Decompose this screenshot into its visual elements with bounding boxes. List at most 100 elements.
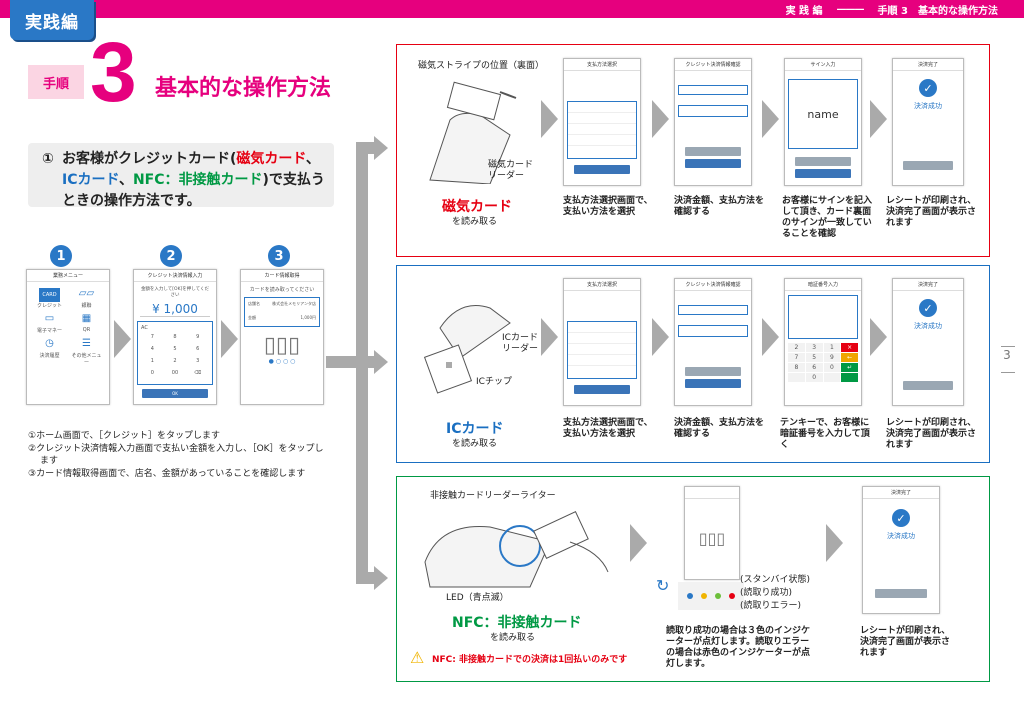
indicator-success (687, 593, 735, 599)
ic-caption-4: レシートが印刷され、決済完了画面が表示されます (886, 418, 977, 450)
emoney-label: 電子マネー (36, 328, 62, 334)
payment-confirm-button[interactable] (574, 165, 630, 174)
other-menu-label: その他メニュー (71, 353, 102, 366)
arrow-right-icon (374, 350, 388, 374)
ic-complete-screen: 決済完了 ✓ 決済成功 (892, 278, 964, 406)
ic-credit-confirm-title: クレジット決済情報確認 (675, 279, 751, 291)
ic-caption-1: 支払方法選択画面で、支払い方法を選択 (563, 418, 653, 439)
step-badge: 手順 (28, 65, 84, 99)
payment-method-title: 支払方法選択 (564, 59, 640, 71)
signature-title: サイン入力 (785, 59, 861, 71)
ac-key[interactable]: AC (141, 325, 148, 331)
ic-reader-label: ICカードリーダー (502, 333, 539, 354)
back-button[interactable] (685, 147, 741, 156)
history-label: 決済履歴 (39, 353, 60, 359)
connector-top (356, 142, 376, 154)
connector-mid (356, 356, 376, 368)
sign-ok-button[interactable] (795, 169, 851, 178)
qr-label: QR (82, 327, 91, 333)
intro-nfc: NFC：非接触カード (132, 172, 263, 188)
nfc-close-button[interactable] (875, 589, 927, 598)
ic-amount-row (678, 305, 748, 315)
other-menu-item[interactable]: ☰ その他メニュー (70, 338, 103, 366)
arrow-right-icon (541, 318, 558, 356)
header-sep: ——— (836, 3, 865, 15)
intro-box: ① お客様がクレジットカード(磁気カード、ICカード、NFC：非接触カード)で支… (28, 143, 334, 209)
ok-button[interactable]: OK (142, 389, 208, 398)
magnetic-card-section (396, 44, 990, 257)
ic-card-sub: を読み取る (452, 439, 498, 449)
magnetic-reader-label: 磁気カードリーダー (488, 160, 534, 181)
credit-confirm-screen: クレジット決済情報確認 (674, 58, 752, 186)
close-button[interactable] (903, 161, 953, 170)
standby-label: (スタンバイ状態) (740, 575, 811, 585)
history-item[interactable]: ◷決済履歴 (33, 338, 66, 366)
arrow-right-icon (826, 524, 843, 562)
check-icon: ✓ (919, 299, 937, 317)
page-dots: ● ○ ○ ○ (268, 358, 296, 365)
note-1: ①ホーム画面で、［クレジット］をタップします (28, 431, 220, 441)
intro-comma2: 、 (118, 172, 133, 188)
card-info-title: カード情報取得 (241, 270, 323, 282)
method-row (678, 105, 748, 117)
signature-pad[interactable]: name (788, 79, 858, 149)
nfc-success-text: 決済成功 (887, 532, 915, 540)
intro-text-a: お客様がクレジットカード( (62, 151, 237, 167)
ic-success-text: 決済成功 (914, 322, 942, 330)
arrow-right-icon (114, 320, 131, 358)
credit-input-screen: クレジット決済情報入力 金額を入力して[OK]を押してください ¥ 1,000 … (133, 269, 217, 405)
step-notes: ①ホーム画面で、［クレジット］をタップします ②クレジット決済情報入力画面で支払… (28, 430, 328, 480)
ic-payment-method-title: 支払方法選択 (564, 279, 640, 291)
page-rule-bottom (1001, 372, 1015, 373)
nfc-warning: NFC: 非接触カードでの決済は1回払いのみです (432, 655, 628, 665)
ic-payment-options[interactable] (567, 321, 637, 379)
signature-screen: サイン入力 name (784, 58, 862, 186)
stripe-label: 磁気ストライプの位置（裏面） (418, 61, 545, 71)
confirm-button[interactable] (685, 159, 741, 168)
clear-button[interactable] (795, 157, 851, 166)
ic-caption-3: テンキーで、お客様に暗証番号を入力して頂く (780, 418, 870, 450)
ic-back-button[interactable] (685, 367, 741, 376)
ic-payment-confirm-button[interactable] (574, 385, 630, 394)
intro-comma1: 、 (305, 151, 320, 167)
nfc-reading-title (685, 487, 739, 499)
arrow-right-icon (374, 566, 388, 590)
arrow-right-icon (870, 318, 887, 356)
arrow-right-icon (762, 100, 779, 138)
payment-options[interactable] (567, 101, 637, 159)
credit-input-sub: 金額を入力して[OK]を押してください (140, 287, 210, 298)
ic-complete-title: 決済完了 (893, 279, 963, 291)
header-step: 手順 3 基本的な操作方法 (877, 5, 998, 17)
nfc-card-section (396, 476, 990, 682)
card-icon: CARD (39, 288, 60, 302)
unionpay-item[interactable]: ▱▱銀聯 (70, 288, 103, 309)
nfc-readers-illustration: ▯▯▯ (698, 529, 726, 548)
home-menu-title: 業務メニュー (27, 270, 109, 282)
section-tag: 実践編 (10, 0, 94, 40)
cards-icon: ▱▱ (78, 288, 95, 299)
check-icon: ✓ (892, 509, 910, 527)
nfc-complete-screen: 決済完了 ✓ 決済成功 (862, 486, 940, 614)
read-error-label: (読取りエラー) (740, 601, 802, 611)
amount-label: 金額 (248, 315, 256, 320)
top-bar: 実 践 編 ——— 手順 3 基本的な操作方法 (0, 0, 1024, 18)
intro-magnetic: 磁気カード (236, 151, 306, 167)
ic-confirm-button[interactable] (685, 379, 741, 388)
note-3: ③カード情報取得画面で、店名、金額があっていることを確認します (28, 468, 306, 479)
indicator-panel (678, 582, 744, 610)
read-success-label: (読取り成功) (740, 588, 793, 598)
emoney-item[interactable]: ▭電子マネー (33, 313, 66, 334)
page-rule-top (1001, 346, 1015, 347)
magnetic-card-sub: を読み取る (452, 217, 498, 227)
qr-item[interactable]: ▦QR (70, 313, 103, 334)
list-icon: ☰ (82, 338, 91, 349)
note-2: ②クレジット決済情報入力画面で支払い金額を入力し、［OK］をタップします (28, 443, 324, 467)
led-label: LED（青点滅） (446, 593, 509, 603)
ic-close-button[interactable] (903, 381, 953, 390)
